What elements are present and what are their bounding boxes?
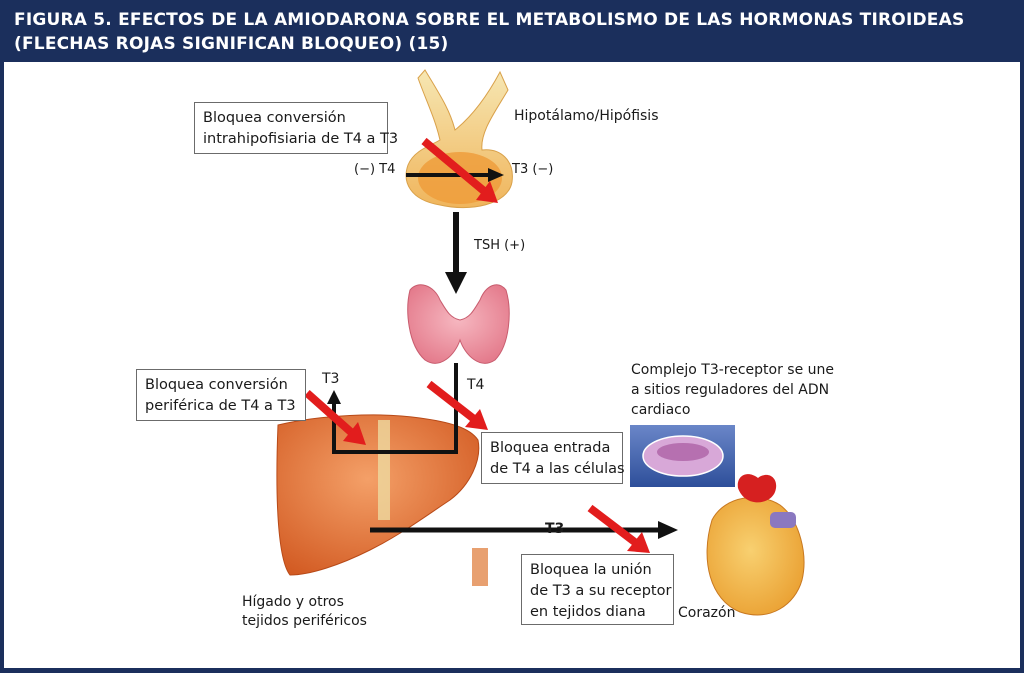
t4-thyroid-label: T4 [467,377,485,393]
receptor-complex-image [630,425,735,487]
block-arrow-receptor [587,504,639,547]
t4-negative-label: (−) T4 [354,162,396,177]
small-organ-fragment [472,548,488,586]
tsh-label: TSH (+) [474,238,526,253]
liver-label-line1: Hígado y otros [242,594,344,610]
pituitary-illustration [405,69,513,209]
callout-cell-entry-line2: de T4 a las células [490,461,625,477]
heart-label: Corazón [678,605,736,621]
callout-receptor-line2: de T3 a su receptor [530,583,672,599]
thyroid-illustration [407,284,510,364]
pituitary-conversion-arrowhead [488,168,504,182]
t3-heart-label: T3 [545,521,565,537]
diagram-panel [4,62,1020,668]
t3-liver-arrowhead [327,390,341,404]
callout-intrapituitary-line2: intrahipofisiaria de T4 a T3 [203,131,399,147]
tsh-arrowhead [445,272,467,294]
complex-label-line2: a sitios reguladores del ADN [631,382,830,398]
liver-label-line2: tejidos periféricos [242,613,367,629]
hypothalamus-pituitary-label: Hipotálamo/Hipófisis [514,108,659,124]
figure-header: FIGURA 5. EFECTOS DE LA AMIODARONA SOBRE… [0,0,1024,62]
block-arrow-peripheral [304,390,355,436]
liver-illustration [276,414,488,586]
callout-peripheral-line2: periférica de T4 a T3 [145,398,296,414]
t3-to-heart-arrowhead [658,521,678,539]
callout-cell-entry-line1: Bloquea entrada [490,440,611,456]
heart-illustration [706,474,805,616]
callout-receptor: Bloquea la unión de T3 a su receptor en … [521,554,674,625]
figure-subtitle: (FLECHAS ROJAS SIGNIFICAN BLOQUEO) (15) [14,34,449,54]
t3-liver-label: T3 [322,371,340,387]
callout-cell-entry: Bloquea entrada de T4 a las células [481,432,625,484]
block-arrow-cell-entry [426,380,477,423]
callout-intrapituitary: Bloquea conversión intrahipofisiaria de … [194,102,399,154]
complex-label-line1: Complejo T3-receptor se une [631,362,835,378]
block-arrows [304,137,650,553]
block-arrow-pituitary [421,137,487,195]
callout-intrapituitary-line1: Bloquea conversión [203,110,346,126]
callout-peripheral-line1: Bloquea conversión [145,377,288,393]
callout-receptor-line3: en tejidos diana [530,604,646,620]
callout-receptor-line1: Bloquea la unión [530,562,652,578]
callout-peripheral: Bloquea conversión periférica de T4 a T3 [136,369,306,421]
t3-negative-label: T3 (−) [512,162,554,177]
figure-title: FIGURA 5. EFECTOS DE LA AMIODARONA SOBRE… [14,10,965,30]
complex-label-line3: cardiaco [631,402,691,418]
